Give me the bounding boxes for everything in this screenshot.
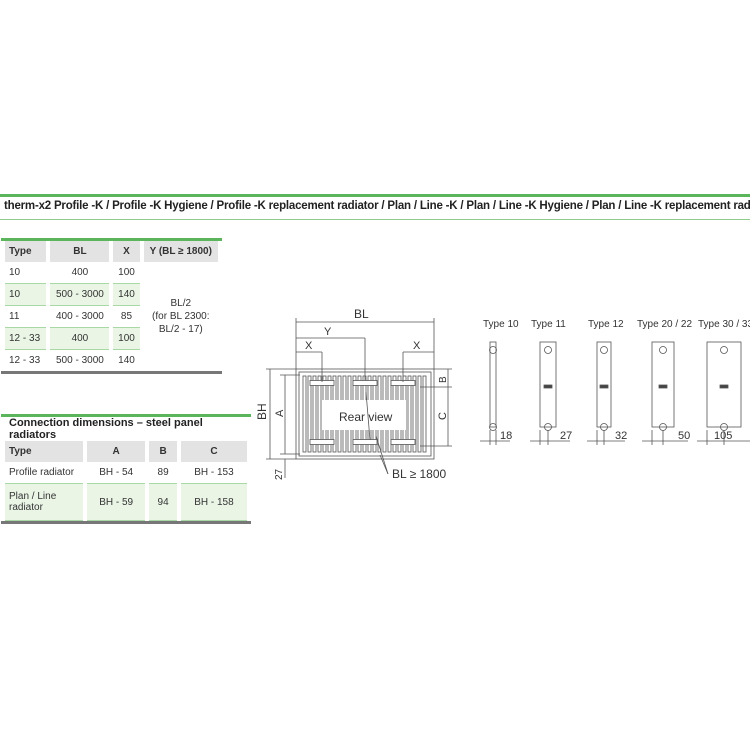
depth-label: 105 (714, 430, 732, 442)
depth-label: 32 (615, 430, 627, 442)
table-header: Type BL X Y (BL ≥ 1800) (5, 241, 218, 262)
fin (407, 375, 412, 453)
label-x-right: X (413, 340, 421, 352)
cell-type: 12 - 33 (5, 327, 47, 350)
cell-type: 10 (5, 283, 47, 306)
table-row: Plan / Line radiator BH - 59 94 BH - 158 (5, 483, 247, 521)
y-line-1: BL/2 (170, 298, 192, 309)
cell-b: 94 (149, 483, 177, 521)
type-side-view: Type 11 27 (530, 319, 572, 445)
cell-type: 12 - 33 (9, 355, 41, 366)
type-label: Type 11 (531, 319, 566, 330)
header-type: Type (5, 241, 47, 262)
label-b: B (438, 376, 449, 383)
cell-x: 100 (113, 327, 140, 350)
header-c: C (180, 441, 247, 462)
label-a: A (274, 409, 286, 417)
table-row: 12 - 33 500 - 3000 140 (5, 350, 218, 371)
header-type: Type (5, 441, 83, 462)
cell-a: BH - 54 (99, 467, 134, 478)
type-label: Type 20 / 22 (637, 319, 692, 330)
header-y: Y (BL ≥ 1800) (143, 241, 218, 262)
cell-bl: 500 - 3000 (50, 283, 110, 306)
cell-c: BH - 158 (180, 483, 247, 521)
fin (412, 375, 417, 453)
table-row: Profile radiator BH - 54 89 BH - 153 (5, 462, 247, 483)
header-x: X (113, 241, 140, 262)
dimensions-table: Type BL X Y (BL ≥ 1800) 10 400 100 BL/2 … (1, 238, 222, 374)
page-title: therm-x2 Profile -K / Profile -K Hygiene… (4, 200, 750, 212)
title-divider (0, 219, 750, 220)
connection-bracket (352, 380, 378, 386)
table-row: 10 500 - 3000 140 (5, 283, 218, 306)
cell-b: 89 (157, 467, 169, 478)
type-label: Type 30 / 33 (698, 319, 750, 330)
connection-bracket (390, 439, 416, 445)
label-bl: BL (354, 307, 369, 321)
cell-x: 85 (120, 311, 133, 322)
type-side-view: Type 30 / 33 105 (697, 319, 750, 445)
type-side-view: Type 10 18 (480, 319, 519, 445)
table-row: 11 400 - 3000 85 (5, 306, 218, 327)
table-row: 12 - 33 400 100 (5, 327, 218, 350)
cell-type: 10 (9, 267, 21, 278)
cell-a: BH - 59 (87, 483, 146, 521)
type-side-view: Type 12 32 (587, 319, 627, 445)
header-a: A (87, 441, 146, 462)
cell-bl: 400 (50, 327, 110, 350)
connection-bracket (352, 439, 378, 445)
cell-y: BL/2 (for BL 2300: BL/2 - 17) (144, 262, 218, 371)
header-bl: BL (50, 241, 110, 262)
label-y: Y (324, 326, 332, 338)
label-27: 27 (274, 468, 285, 480)
cell-type: Plan / Line radiator (5, 483, 83, 521)
connection-bracket (309, 439, 335, 445)
cell-c: BH - 153 (194, 467, 234, 478)
cell-bl: 400 - 3000 (56, 311, 104, 322)
fin (422, 375, 427, 453)
cell-x: 100 (118, 267, 135, 278)
type-side-view: Type 20 / 22 50 (637, 319, 692, 445)
label-bh: BH (255, 403, 269, 420)
table-row: 10 400 100 BL/2 (for BL 2300: BL/2 - 17) (5, 262, 218, 335)
cell-type: Profile radiator (9, 467, 75, 478)
cell-type: 11 (9, 311, 20, 322)
fin (307, 375, 312, 453)
label-bl-note: BL ≥ 1800 (392, 467, 447, 481)
fin (317, 375, 322, 453)
fin (417, 375, 422, 453)
type-label: Type 12 (588, 319, 624, 330)
depth-label: 18 (500, 430, 512, 442)
y-line-2: (for BL 2300: (152, 311, 210, 322)
label-c: C (437, 412, 449, 420)
cell-bl: 500 - 3000 (56, 355, 104, 366)
depth-label: 50 (678, 430, 690, 442)
label-rear-view: Rear view (339, 410, 393, 424)
table-caption: Connection dimensions – steel panel radi… (9, 417, 203, 441)
fin (302, 375, 307, 453)
type-label: Type 10 (483, 319, 519, 330)
fin (312, 375, 317, 453)
table-header: Type A B C (5, 441, 247, 462)
depth-label: 27 (560, 430, 572, 442)
connection-table: Connection dimensions – steel panel radi… (1, 414, 251, 524)
y-line-3: BL/2 - 17) (158, 324, 203, 335)
header-b: B (149, 441, 177, 462)
label-x-left: X (305, 340, 313, 352)
cell-x: 140 (118, 355, 135, 366)
cell-bl: 400 (71, 267, 89, 278)
rear-view-drawing (266, 318, 452, 478)
top-divider (0, 194, 750, 197)
cell-x: 140 (113, 283, 140, 306)
